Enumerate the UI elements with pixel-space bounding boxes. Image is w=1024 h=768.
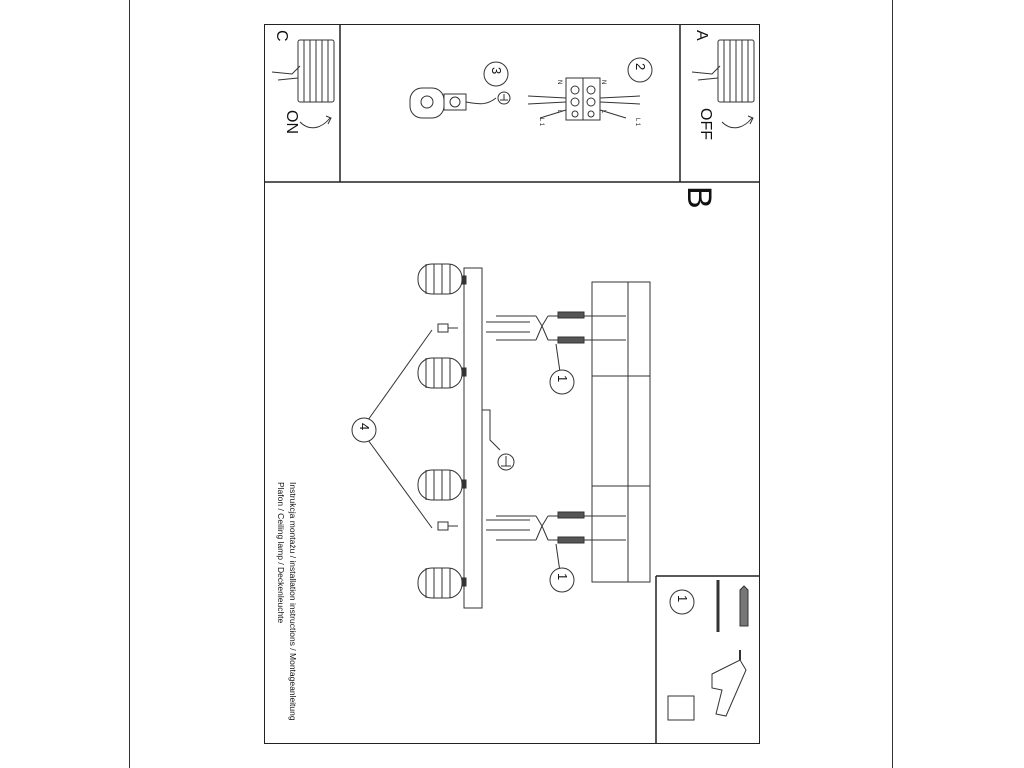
caption-line-2: Plafon / Ceiling lamp / Deckenleuchte <box>276 482 286 624</box>
switch-panel-a-illustration <box>691 39 755 129</box>
tools-illustration <box>667 580 749 721</box>
wire-label-l3: L 1 <box>538 118 544 127</box>
wiring-connector-illustration <box>527 77 641 121</box>
mounting-screws-illustration <box>486 311 626 573</box>
panel-c-state: ON <box>283 110 300 134</box>
step-2-label: 2 <box>633 63 648 71</box>
step-2-circle <box>627 57 653 83</box>
step-1-circle-c <box>669 589 695 615</box>
instruction-sheet <box>264 24 760 744</box>
step-1a-label: 1 <box>555 375 570 383</box>
switch-panel-c-illustration <box>271 39 335 129</box>
step-1b-label: 1 <box>555 573 570 581</box>
step-3-label: 3 <box>489 67 504 75</box>
ceiling-lamp-illustration <box>367 263 515 609</box>
page-frame <box>129 0 893 768</box>
wire-label-n1: N <box>556 80 562 85</box>
wire-label-l2: L <box>600 110 606 114</box>
step-4-label: 4 <box>357 423 372 431</box>
ceiling-illustration <box>591 281 651 583</box>
step-4-circle <box>351 417 377 443</box>
panel-a-state: OFF <box>697 108 714 140</box>
step-1-circle-b <box>549 567 575 593</box>
step-1-circle-a <box>549 369 575 395</box>
wire-label-l1: L <box>556 110 562 114</box>
wire-label-l4: L 1 <box>634 118 640 127</box>
panel-a-letter: A <box>693 30 710 41</box>
wire-label-n2: N <box>600 80 606 85</box>
caption-line-1: Instrukcja montażu / installation instru… <box>288 482 298 721</box>
panel-b-letter: B <box>680 186 718 209</box>
earth-terminal-illustration <box>409 87 511 119</box>
panel-c-letter: C <box>273 30 290 42</box>
step-3-circle <box>483 61 509 87</box>
step-1c-label: 1 <box>675 595 690 603</box>
